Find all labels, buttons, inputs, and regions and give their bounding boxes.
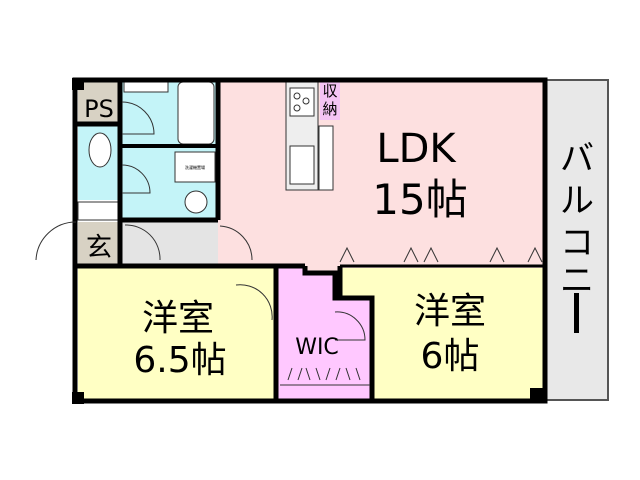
- ps-space: [78, 80, 120, 123]
- wic-room: [278, 268, 370, 400]
- walls: [72, 77, 548, 404]
- balcony-label: バ ル コ ニ: [560, 139, 594, 333]
- washer-space: [174, 151, 216, 183]
- storage-label-1: 収: [322, 82, 337, 100]
- ldk-label-1: LDK: [376, 126, 457, 172]
- closet-door-marks: [280, 246, 543, 386]
- sink-icon: [289, 145, 315, 185]
- storage: [320, 80, 340, 120]
- western-a-label-2: 6.5帖: [133, 340, 226, 381]
- bathtub: [177, 81, 215, 145]
- wic-label: WIC: [295, 335, 339, 360]
- balcony: [544, 79, 609, 401]
- washer-label: 洗濯機置場: [185, 164, 205, 170]
- western-b-label-2: 6帖: [421, 336, 480, 377]
- ldk-label-2: 15帖: [372, 175, 467, 224]
- balcony-char: バ: [560, 139, 594, 179]
- door-swings: [35, 101, 366, 341]
- western-a-label-1: 洋室: [142, 298, 214, 339]
- genkan-label: 玄: [86, 233, 112, 263]
- washing-machine-drain: [184, 190, 208, 214]
- toilet-icon: [88, 132, 112, 168]
- hallway: [122, 222, 218, 265]
- balcony-char: ル: [560, 181, 594, 221]
- western-b-label-1: 洋室: [414, 291, 486, 332]
- ps-label: PS: [84, 95, 114, 123]
- stove-icon: [289, 87, 315, 117]
- western-room-6-5: [78, 268, 275, 400]
- storage-label-2: 納: [322, 100, 337, 118]
- genkan: [78, 222, 120, 265]
- balcony-char-dash: [574, 293, 579, 333]
- western-room-6: [340, 268, 545, 400]
- balcony-char: コ: [560, 223, 594, 263]
- washbasin: [123, 81, 169, 93]
